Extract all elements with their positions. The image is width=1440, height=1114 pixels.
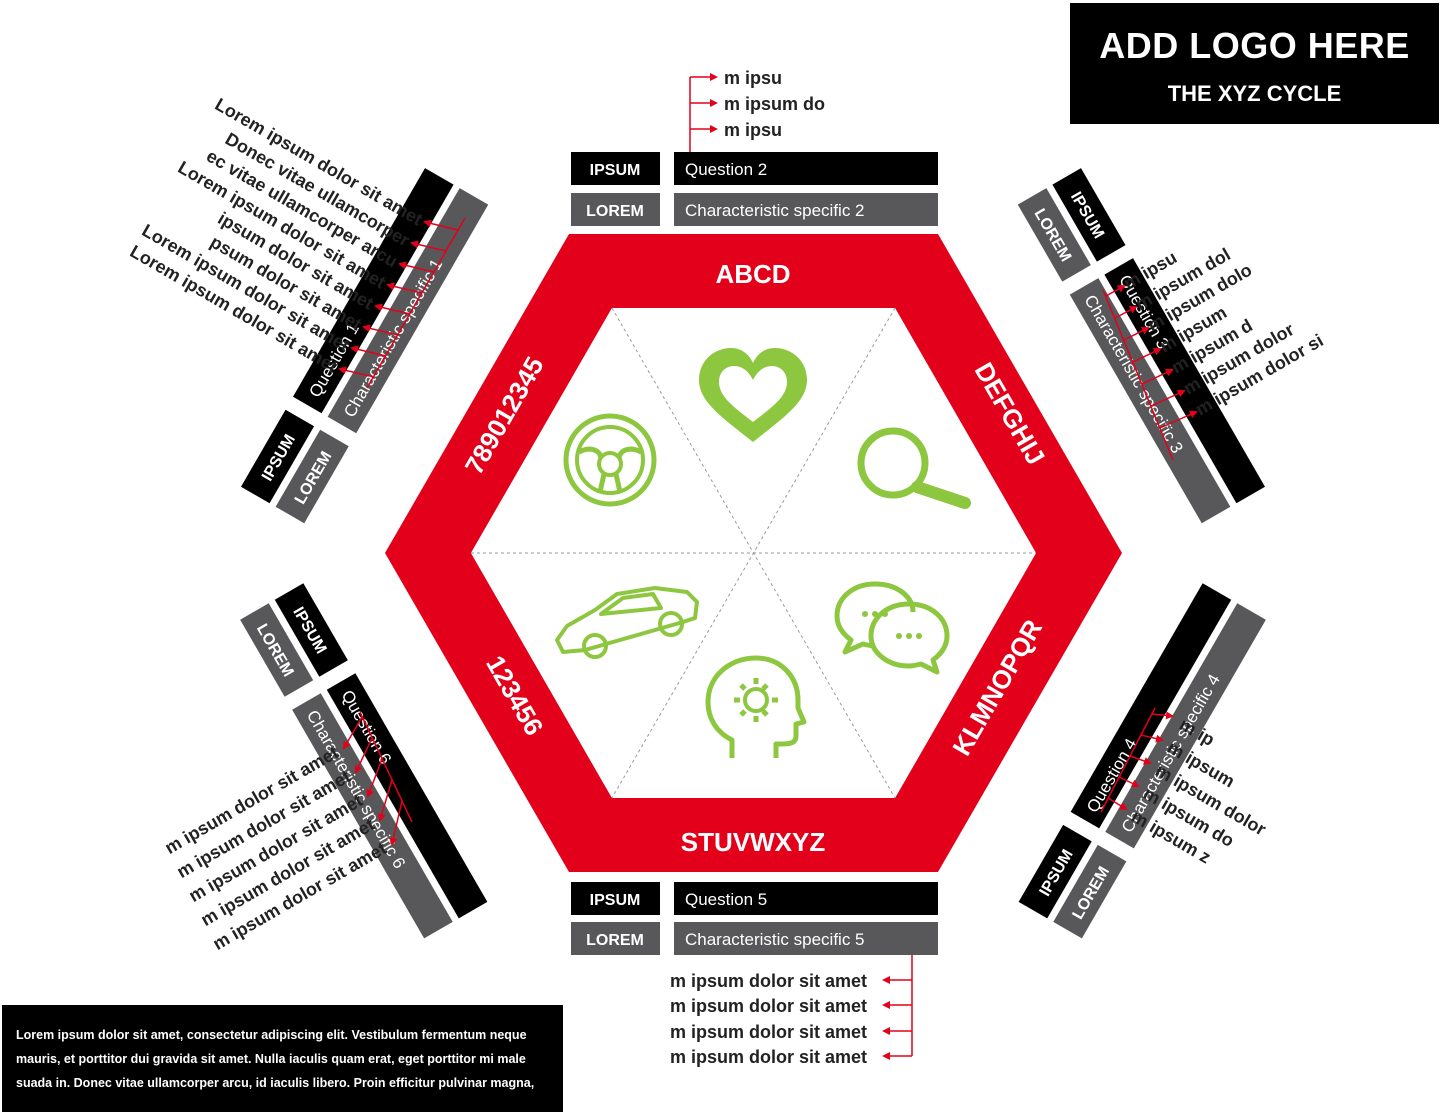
footer-text: Lorem ipsum dolor sit amet, consectetur …	[16, 1028, 535, 1090]
segment-dividers	[471, 307, 1036, 799]
ipsum-tag: IPSUM	[590, 162, 641, 179]
ipsum-tag: IPSUM	[590, 892, 641, 909]
bullet-2-1: m ipsu	[724, 68, 782, 88]
characteristic-2: Characteristic specific 2	[685, 201, 865, 220]
group-6: IPSUM LOREM Question 6 Characteristic sp…	[240, 583, 488, 939]
heart-icon	[699, 348, 807, 442]
bullet-2-2: m ipsum do	[724, 94, 825, 114]
magnifier-icon	[857, 427, 971, 509]
bullet-5-1: m ipsum dolor sit amet	[670, 971, 867, 991]
question-5: Question 5	[685, 890, 767, 909]
sports-car-icon	[555, 586, 699, 659]
characteristic-5: Characteristic specific 5	[685, 930, 865, 949]
group-6-arrows	[342, 711, 413, 846]
question-2: Question 2	[685, 160, 767, 179]
chat-bubbles-icon	[834, 581, 950, 675]
bullet-2-3: m ipsu	[724, 120, 782, 140]
bullet-5-4: m ipsum dolor sit amet	[670, 1047, 867, 1067]
segment-label-top: ABCD	[715, 259, 790, 289]
bullet-5-3: m ipsum dolor sit amet	[670, 1022, 867, 1042]
group-1-arrows	[338, 217, 466, 389]
logo-title: ADD LOGO HERE	[1099, 25, 1410, 66]
lorem-tag: LOREM	[586, 932, 644, 949]
segment-label-bottom: STUVWXYZ	[681, 827, 826, 857]
footer-note: Lorem ipsum dolor sit amet, consectetur …	[2, 1005, 563, 1112]
group-3-arrows	[1102, 285, 1198, 461]
head-gear-icon	[705, 655, 807, 758]
lorem-tag: LOREM	[586, 203, 644, 220]
steering-wheel-icon	[563, 413, 657, 507]
group-4-arrows	[1100, 707, 1174, 813]
logo-box: ADD LOGO HERE THE XYZ CYCLE	[1070, 3, 1439, 124]
group-5: IPSUM LOREM Question 5 Characteristic sp…	[571, 882, 938, 1067]
bullet-5-2: m ipsum dolor sit amet	[670, 996, 867, 1016]
diagram-title: THE XYZ CYCLE	[1167, 81, 1342, 106]
group-2: IPSUM LOREM Question 2 Characteristic sp…	[571, 68, 938, 226]
